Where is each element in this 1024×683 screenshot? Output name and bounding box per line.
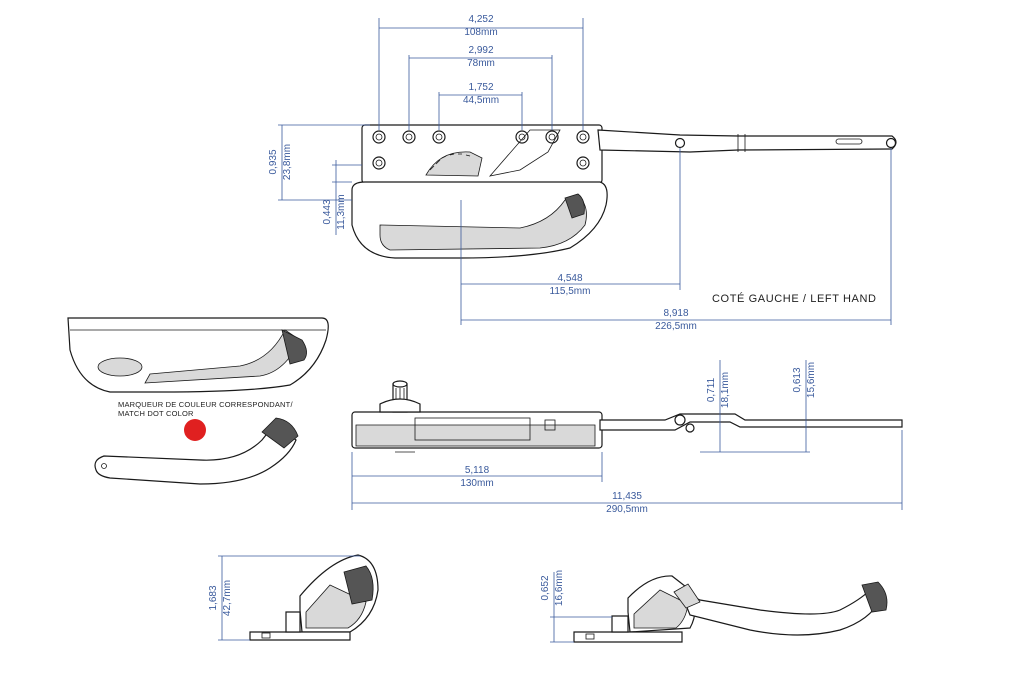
- dim-height-small-mm: 11,3mm: [336, 194, 347, 229]
- dim-open-h-mm: 16,6mm: [554, 570, 565, 606]
- dim-top-width-in: 4,252: [468, 14, 493, 25]
- marker-note-line1: MARQUEUR DE COULEUR CORRESPONDANT/: [118, 400, 293, 409]
- top-operator-arm: [597, 129, 897, 153]
- top-base-plate: [361, 124, 603, 184]
- cover-detail: [67, 317, 329, 393]
- dim-base-len-mm: 130mm: [460, 478, 493, 489]
- handle-detail: [94, 417, 299, 485]
- dim-full-span-in: 8,918: [663, 308, 688, 319]
- dim-open-h-in: 0,652: [540, 575, 551, 600]
- handle-tip: [261, 417, 299, 449]
- dim-inner-width-mm: 44,5mm: [463, 95, 499, 106]
- dim-arm-span-in: 4,548: [557, 273, 582, 284]
- dim-mid-width-in: 2,992: [468, 45, 493, 56]
- side-view-dimensions: 0,711 18,1mm 0,613 15,6mm 5,118 130mm 11…: [351, 360, 903, 515]
- dim-height-left-mm: 23,8mm: [282, 144, 293, 180]
- top-view: [351, 124, 897, 259]
- side-view: [351, 380, 903, 453]
- dim-arm-span-mm: 115,5mm: [550, 286, 591, 297]
- gear-segment: [425, 151, 483, 177]
- color-dot-recess: [97, 357, 143, 377]
- dim-height-small-in: 0,443: [322, 199, 333, 224]
- open-view-dimension: 0,652 16,6mm: [540, 570, 612, 643]
- open-handle-arm: [678, 588, 881, 636]
- folded-view: [249, 554, 379, 641]
- dim-folded-h-in: 1,683: [208, 585, 219, 610]
- detail-handle-grip: [144, 329, 301, 384]
- dim-height-left-in: 0,935: [268, 149, 279, 174]
- dim-side-h2-in: 0,613: [792, 367, 803, 392]
- dim-full-span-mm: 226,5mm: [655, 321, 697, 332]
- match-dot-note: MARQUEUR DE COULEUR CORRESPONDANT/ MATCH…: [118, 400, 293, 441]
- dim-side-h2-mm: 15,6mm: [806, 362, 817, 398]
- side-arm: [599, 413, 903, 431]
- open-view: [573, 575, 888, 643]
- top-view-dimensions: 4,252 108mm 2,992 78mm 1,752 44,5mm 0,93…: [268, 14, 892, 332]
- dim-inner-width-in: 1,752: [468, 82, 493, 93]
- left-hand-label: COTÉ GAUCHE / LEFT HAND: [712, 292, 877, 305]
- folded-handle-knob: [343, 565, 374, 605]
- marker-note-line2: MATCH DOT COLOR: [118, 409, 194, 418]
- dim-base-len-in: 5,118: [465, 465, 490, 476]
- match-dot-color: [184, 419, 206, 441]
- folded-view-dimension: 1,683 42,7mm: [208, 555, 360, 641]
- dim-top-width-mm: 108mm: [464, 27, 497, 38]
- dim-total-len-in: 11,435: [612, 491, 642, 502]
- dim-folded-h-mm: 42,7mm: [222, 580, 233, 616]
- dim-side-h1-mm: 18,1mm: [720, 372, 731, 408]
- dim-mid-width-mm: 78mm: [467, 58, 495, 69]
- top-handle-grip: [379, 195, 587, 251]
- dim-total-len-mm: 290,5mm: [606, 504, 648, 515]
- dim-side-h1-in: 0,711: [706, 377, 717, 402]
- open-handle-tip: [861, 581, 888, 613]
